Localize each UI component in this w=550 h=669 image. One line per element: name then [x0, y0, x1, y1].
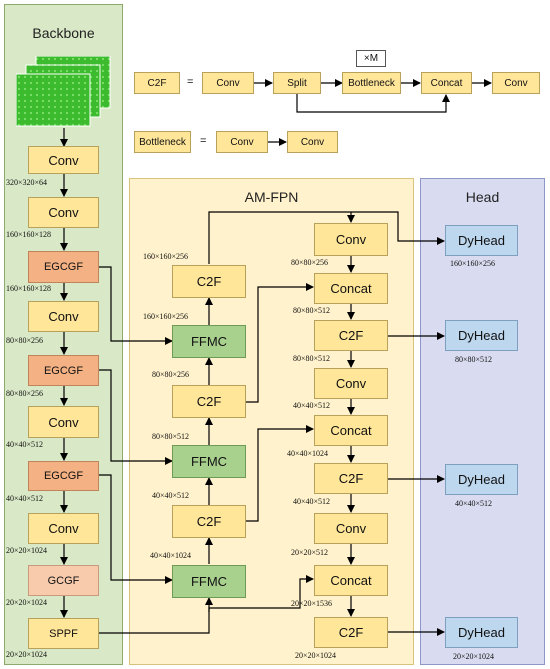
backbone-egcgf-3: EGCGF	[28, 461, 99, 491]
fpn-left-dim-5: 40×40×512	[152, 491, 190, 500]
backbone-dim-8: 20×20×1024	[6, 546, 48, 555]
fpn-left-dim-1: 160×160×256	[143, 252, 189, 261]
backbone-dim-1: 320×320×64	[6, 178, 48, 187]
fpn-left-dim-2: 160×160×256	[143, 312, 189, 321]
fpn-right-c2f-3: C2F	[314, 617, 388, 648]
legend-concat: Concat	[421, 72, 472, 94]
backbone-title: Backbone	[32, 25, 95, 41]
backbone-dim-6: 40×40×512	[6, 440, 44, 449]
amfpn-title: AM-FPN	[244, 189, 299, 205]
backbone-dim-10: 20×20×1024	[6, 650, 48, 659]
fpn-right-concat-1: Concat	[314, 273, 388, 304]
legend-bottleneck-name: Bottleneck	[134, 131, 191, 153]
fpn-right-dim-8: 20×20×1536	[291, 599, 333, 608]
fpn-right-dim-3: 80×80×512	[293, 354, 331, 363]
fpn-right-dim-1: 80×80×256	[291, 258, 329, 267]
legend-bottleneck: Bottleneck	[342, 72, 401, 94]
fpn-right-concat-2: Concat	[314, 415, 388, 446]
fpn-right-c2f-2: C2F	[314, 463, 388, 494]
backbone-egcgf-1: EGCGF	[28, 251, 99, 283]
fpn-left-ffmc-3: FFMC	[172, 565, 246, 598]
fpn-left-dim-6: 40×40×1024	[150, 551, 192, 560]
legend-c2f: C2F	[134, 72, 180, 94]
fpn-left-ffmc-2: FFMC	[172, 445, 246, 478]
legend-equals-1: =	[187, 76, 194, 88]
legend-conv-3: Conv	[216, 131, 268, 153]
head-dyhead-1: DyHead	[445, 225, 518, 256]
head-dim-2: 80×80×512	[455, 355, 493, 364]
fpn-right-c2f-1: C2F	[314, 320, 388, 351]
head-title: Head	[465, 189, 500, 205]
fpn-right-conv-2: Conv	[314, 368, 388, 399]
backbone-conv-1: Conv	[28, 146, 99, 174]
input-image	[16, 56, 111, 127]
legend-conv-4: Conv	[287, 131, 338, 153]
fpn-left-c2f-2: C2F	[172, 385, 246, 418]
head-dim-3: 40×40×512	[455, 499, 493, 508]
fpn-right-conv-1: Conv	[314, 223, 388, 256]
fpn-left-c2f-3: C2F	[172, 505, 246, 538]
fpn-right-dim-7: 20×20×512	[291, 548, 329, 557]
fpn-left-ffmc-1: FFMC	[172, 325, 246, 358]
fpn-right-dim-6: 40×40×512	[293, 497, 331, 506]
backbone-conv-5: Conv	[28, 513, 99, 544]
legend-conv-2: Conv	[492, 72, 540, 94]
backbone-conv-3: Conv	[28, 301, 99, 332]
legend-conv-1: Conv	[202, 72, 254, 94]
backbone-dim-5: 80×80×256	[6, 389, 44, 398]
fpn-right-dim-9: 20×20×1024	[295, 651, 337, 660]
backbone-gcgf: GCGF	[28, 565, 99, 596]
legend-split: Split	[273, 72, 321, 94]
fpn-left-c2f-1: C2F	[172, 265, 246, 298]
backbone-dim-3: 160×160×128	[6, 284, 52, 293]
fpn-right-dim-2: 80×80×512	[293, 306, 331, 315]
backbone-dim-9: 20×20×1024	[6, 598, 48, 607]
backbone-egcgf-2: EGCGF	[28, 355, 99, 386]
head-dim-1: 160×160×256	[450, 259, 496, 268]
backbone-dim-7: 40×40×512	[6, 494, 44, 503]
head-dyhead-2: DyHead	[445, 320, 518, 351]
head-panel: Head	[420, 178, 545, 665]
head-dyhead-3: DyHead	[445, 464, 518, 495]
fpn-right-dim-4: 40×40×512	[293, 401, 331, 410]
backbone-dim-2: 160×160×128	[6, 230, 52, 239]
backbone-conv-2: Conv	[28, 197, 99, 228]
fpn-right-concat-3: Concat	[314, 565, 388, 596]
fpn-right-conv-3: Conv	[314, 513, 388, 544]
fpn-right-dim-5: 40×40×1024	[287, 449, 329, 458]
fpn-left-dim-3: 80×80×256	[152, 370, 190, 379]
fpn-left-dim-4: 80×80×512	[152, 432, 190, 441]
head-dyhead-4: DyHead	[445, 617, 518, 648]
backbone-conv-4: Conv	[28, 406, 99, 438]
backbone-dim-4: 80×80×256	[6, 336, 44, 345]
head-dim-4: 20×20×1024	[453, 652, 495, 661]
legend-repeat-badge: ×M	[356, 50, 386, 67]
legend-equals-2: =	[200, 135, 207, 147]
backbone-sppf: SPPF	[28, 618, 99, 649]
